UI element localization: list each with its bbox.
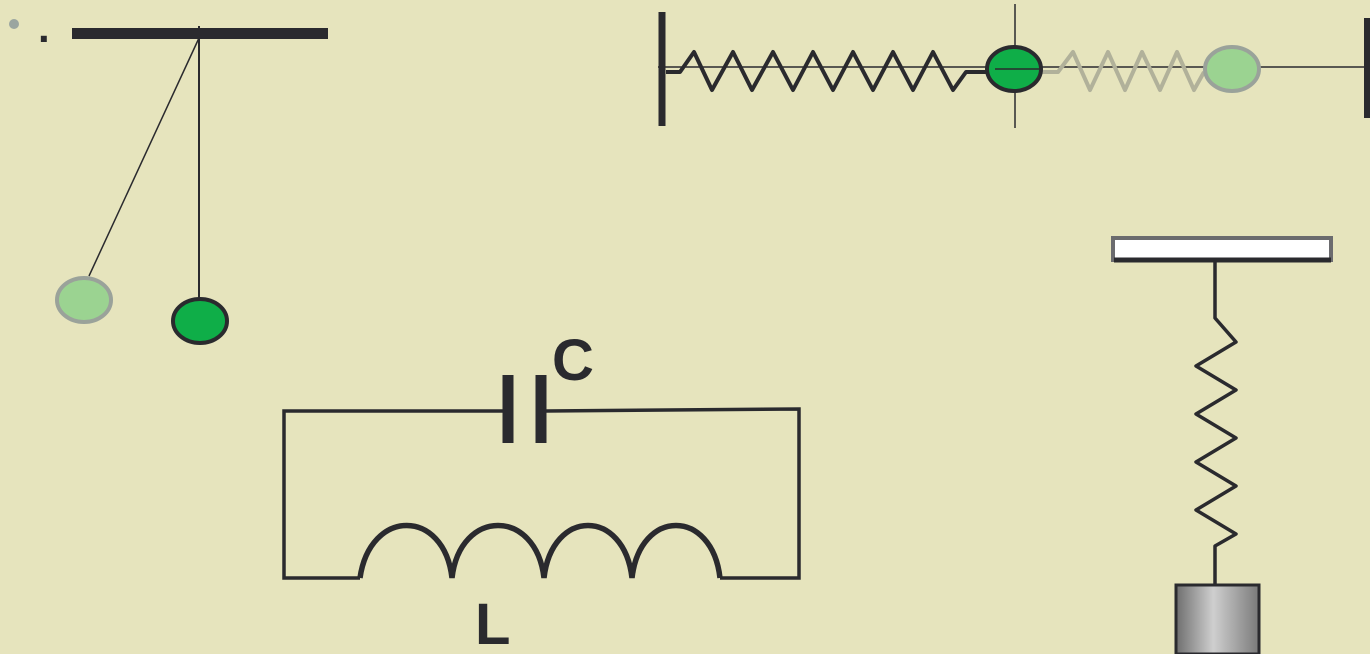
inductor-label: L (475, 592, 510, 654)
spring-bob-ghost (1203, 45, 1261, 93)
hanging-weight (1174, 583, 1261, 654)
horizontal-spring-oscillator (658, 4, 1370, 128)
circuit-wire-left (282, 409, 504, 580)
spring (666, 50, 1012, 92)
inductor-coil (357, 522, 723, 579)
pendulum-diagram (55, 26, 328, 345)
bullet-marker: . (9, 4, 50, 51)
circuit-wire-right (545, 407, 801, 580)
spring-ghost (1040, 50, 1206, 92)
lc-circuit: C L (282, 328, 801, 654)
pendulum-bob-ghost (55, 276, 113, 324)
pendulum-bob (171, 297, 229, 345)
bullet-dot-icon (9, 19, 19, 29)
capacitor-label: C (552, 328, 594, 393)
pendulum-string-deflected (88, 37, 200, 277)
ceiling-support (1111, 236, 1333, 262)
bullet-text: . (38, 4, 50, 51)
vertical-spring (1194, 262, 1238, 588)
vertical-spring-oscillator (1111, 236, 1333, 654)
